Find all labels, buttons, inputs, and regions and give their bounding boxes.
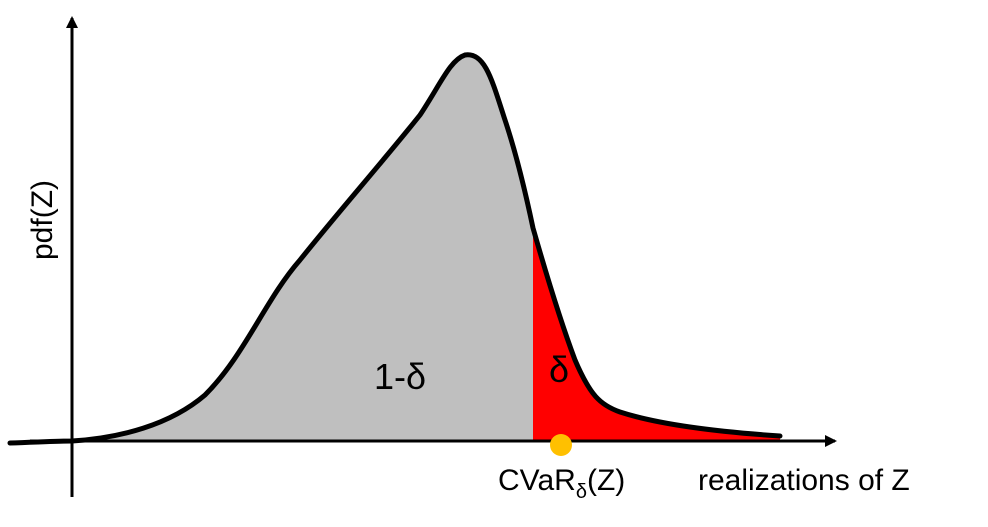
- cvar-label-subscript: δ: [576, 481, 587, 503]
- body-area-label: 1-δ: [374, 356, 426, 397]
- cvar-marker: [550, 434, 572, 456]
- body-area: [72, 54, 533, 441]
- y-axis-label: pdf(Z): [26, 180, 59, 260]
- cvar-label-suffix: (Z): [587, 464, 625, 497]
- density-curve: [7, 52, 783, 446]
- tail-area-label: δ: [549, 349, 569, 390]
- tail-area: [533, 228, 780, 441]
- cvar-label: CVaRδ(Z): [498, 464, 625, 503]
- cvar-label-main: CVaR: [498, 464, 576, 497]
- x-axis-label: realizations of Z: [698, 464, 910, 497]
